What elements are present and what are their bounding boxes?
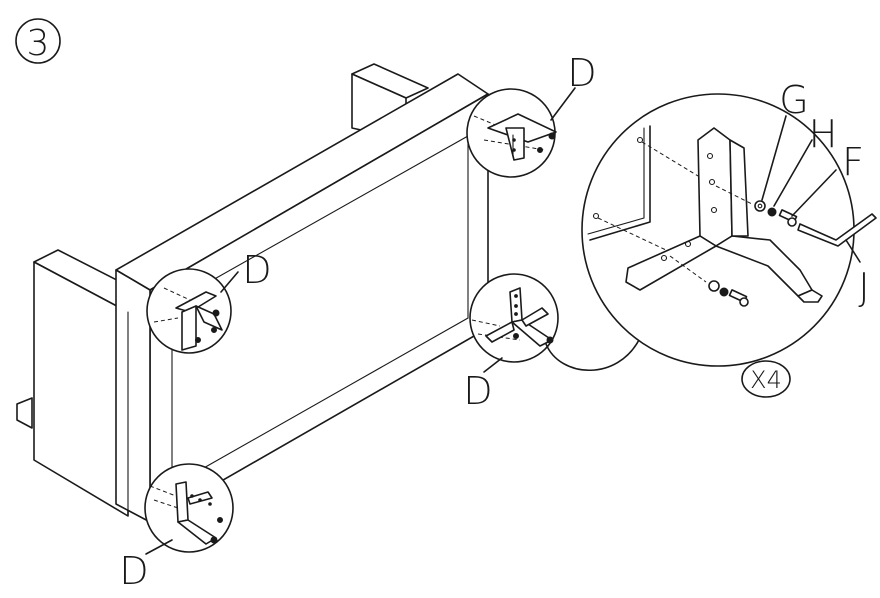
part-label-h: H [809,112,838,156]
leg-bracket [625,127,823,303]
callout-label-bottom-left: D [119,549,148,593]
callout-label-top-right: D [567,51,596,95]
step-number: 3 [27,23,50,64]
part-label-g: G [779,78,808,122]
part-label-j: J [858,265,869,309]
step-badge: 3 [15,18,61,64]
callout-label-right-middle: D [463,369,492,413]
callout-leg-bottom-left: D [119,463,234,593]
hardware-upper [715,185,798,227]
quantity-badge: X4 [741,360,791,398]
detail-view: G H F J X4 [581,78,877,398]
callout-label-left: D [242,248,271,292]
detail-connector [545,337,641,371]
hardware-lower [669,255,749,307]
quantity-label: X4 [750,366,782,394]
callout-leg-top-right: D [466,51,597,178]
part-label-f: F [842,140,864,184]
callout-leg-left: D [146,248,272,354]
callout-leg-right-middle: D [463,273,559,413]
allen-key-icon [797,213,877,247]
sofa-body [16,63,489,523]
